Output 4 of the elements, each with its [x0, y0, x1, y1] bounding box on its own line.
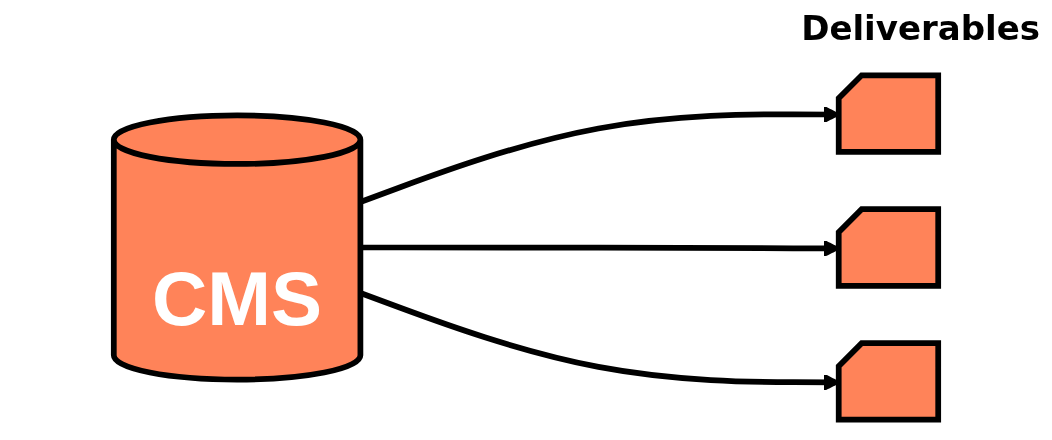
heading: Deliverables	[801, 8, 1040, 48]
node-box	[835, 72, 942, 155]
node-box	[835, 206, 942, 289]
node-box	[835, 340, 942, 423]
